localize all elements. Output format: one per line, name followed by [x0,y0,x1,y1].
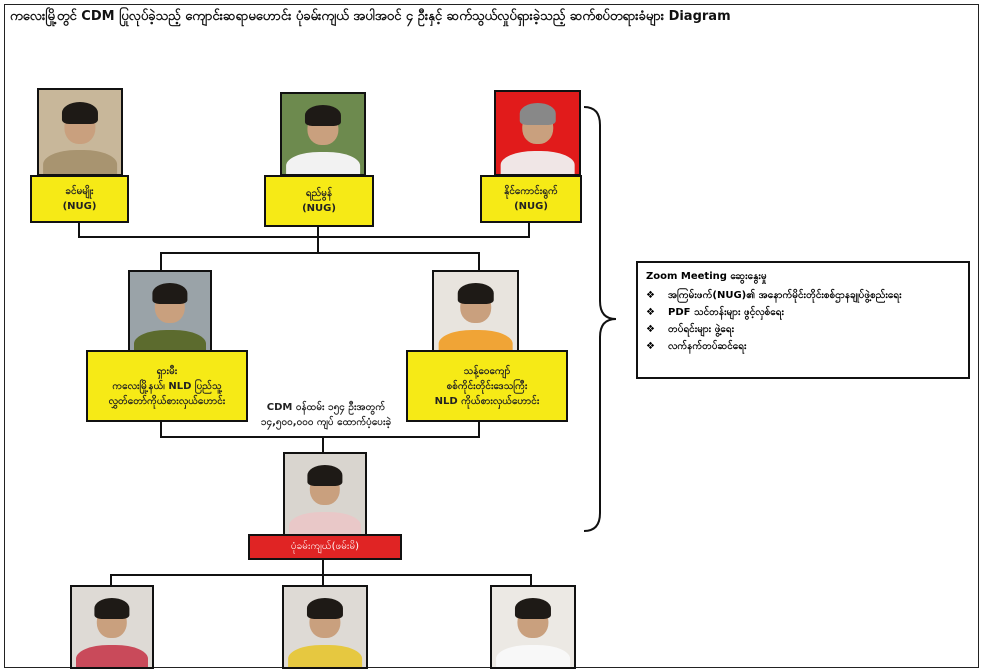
person-role: စစ်ကိုင်းတိုင်းဒေသကြီး [446,380,528,392]
photo-top-1 [37,88,123,176]
funding-note: CDM ဝန်ထမ်း ၁၅၄ ဦးအတွက် ၁၄,၅၀၀,၀၀၀ ကျပ် … [246,400,406,430]
zoom-meeting-item: ❖ လက်နက်တပ်ဆင်ရေး [646,338,960,355]
zoom-meeting-item: ❖ အကြမ်းဖက်(NUG)၏ အနောက်မိုင်းတိုင်းစစ်ဌာ… [646,287,960,304]
connector-line [317,225,319,254]
connector-line [478,420,480,438]
name-box-top-1: ခင်မမျိုး (NUG) [30,175,129,223]
connector-line [160,252,162,270]
person-role: NLD ကိုယ်စားလှယ်ဟောင်း [434,395,540,407]
connector-line [110,574,112,586]
person-name: ရည်မွန် [305,188,333,199]
connector-line [78,236,530,238]
person-org: (NUG) [62,201,97,212]
diamond-bullet-icon: ❖ [646,341,655,352]
person-name: ရှားမီး [156,365,178,377]
connector-line [530,574,532,586]
connector-line [110,574,532,576]
photo-middle-2 [432,270,519,354]
item-text: လက်နက်တပ်ဆင်ရေး [668,341,747,352]
diamond-bullet-icon: ❖ [646,290,655,301]
photo-bottom-1 [70,585,154,669]
photo-bottom-3 [490,585,576,669]
connector-line [478,252,480,270]
funding-line-2: ၁၄,၅၀၀,၀၀၀ ကျပ် ထောက်ပံ့ပေးခဲ့ [260,417,392,428]
diamond-bullet-icon: ❖ [646,307,655,318]
diamond-bullet-icon: ❖ [646,324,655,335]
person-name: ခင်မမျိုး [65,186,94,197]
connector-line [322,436,324,453]
item-text: အကြမ်းဖက်(NUG)၏ အနောက်မိုင်းတိုင်းစစ်ဌာန… [668,290,902,301]
person-name: သန့်ဝေကျော် [463,365,511,377]
connector-line [78,221,80,238]
zoom-meeting-heading: Zoom Meeting ဆွေးနွေးမှု [646,271,767,282]
connector-line [160,436,480,438]
zoom-meeting-item: ❖ တပ်ရင်းများ ဖွဲ့ရေး [646,321,960,338]
name-box-middle-2: သန့်ဝေကျော်စစ်ကိုင်းတိုင်းဒေသကြီး NLD ကို… [406,350,568,422]
photo-middle-1 [128,270,212,354]
photo-top-2 [280,92,366,176]
photo-center-person [283,452,367,536]
photo-bottom-2 [282,585,368,669]
bracket [583,106,617,532]
person-org: (NUG) [514,201,548,212]
zoom-meeting-item: ❖ PDF သင်တန်းများ ဖွင့်လှစ်ရေး [646,304,960,321]
diagram-title: ကလေးမြို့တွင် CDM ပြုလုပ်ခဲ့သည့် ကျောင်း… [10,9,731,24]
connector-line [322,558,324,575]
funding-line-1: CDM ဝန်ထမ်း ၁၅၄ ဦးအတွက် [266,402,386,413]
person-name: နိုင်ကောင်းရွက် [504,186,558,197]
connector-line [160,420,162,438]
zoom-meeting-box: Zoom Meeting ဆွေးနွေးမှု ❖ အကြမ်းဖက်(NUG)… [636,261,970,379]
photo-top-3 [494,90,581,176]
person-org: (NUG) [302,203,336,214]
name-box-top-2: ရည်မွန် (NUG) [264,175,374,227]
name-box-middle-1: ရှားမီးကလေးမြို့နယ်၊ NLD ပြည်သူ့လွှတ်တော… [86,350,248,422]
connector-line [160,252,480,254]
item-text: တပ်ရင်းများ ဖွဲ့ရေး [668,324,735,335]
item-text: PDF သင်တန်းများ ဖွင့်လှစ်ရေး [668,307,785,318]
connector-line [322,574,324,586]
center-person-label: ပုံခမ်းကျယ်(ဖမ်းမိ) [248,534,402,560]
person-role: ကလေးမြို့နယ်၊ NLD ပြည်သူ့ [112,380,222,392]
name-box-top-3: နိုင်ကောင်းရွက် (NUG) [480,175,582,223]
person-role: လွှတ်တော်ကိုယ်စားလှယ်ဟောင်း [108,395,226,407]
connector-line [528,221,530,238]
